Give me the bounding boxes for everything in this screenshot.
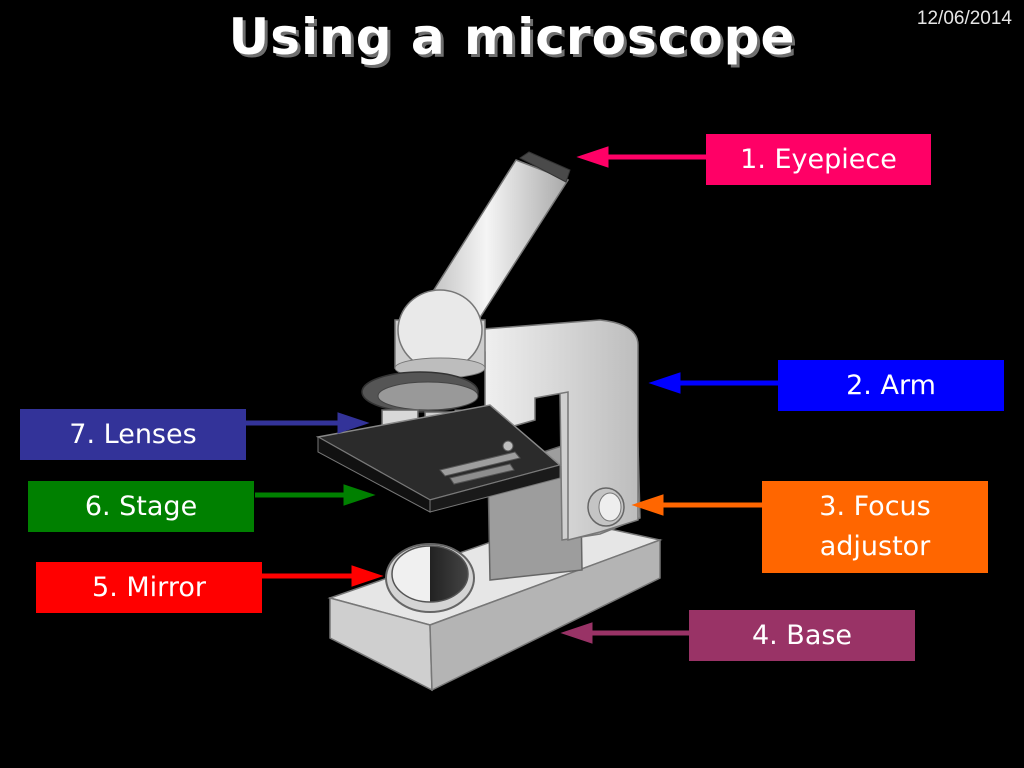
microscope-arm (469, 319, 639, 541)
label-base-text: 4. Base (751, 619, 853, 651)
label-focus-adjustor: 3. Focus adjustor (762, 481, 988, 573)
microscope-head (394, 151, 571, 379)
arrow-eyepiece (576, 146, 708, 168)
label-eyepiece-text: 1. Eyepiece (740, 143, 897, 175)
label-base: 4. Base (689, 610, 915, 661)
label-focus-adjustor-text: 3. Focus adjustor (819, 491, 931, 562)
label-mirror: 5. Mirror (36, 562, 262, 613)
mirror-icon (385, 543, 475, 613)
arrow-stage (255, 484, 376, 506)
arrow-arm (648, 372, 780, 394)
arrow-base (560, 622, 690, 644)
arrow-focus (631, 494, 764, 516)
label-stage-text: 6. Stage (84, 490, 198, 522)
label-lenses: 7. Lenses (20, 409, 246, 460)
label-arm: 2. Arm (778, 360, 1004, 411)
label-lenses-text: 7. Lenses (69, 418, 197, 450)
label-mirror-text: 5. Mirror (92, 571, 206, 603)
label-arm-text: 2. Arm (846, 369, 936, 401)
label-stage: 6. Stage (28, 481, 254, 532)
microscope-stage (315, 404, 562, 513)
arrow-lenses (245, 412, 370, 434)
arrow-mirror (262, 565, 384, 587)
focus-knob-icon (587, 487, 625, 527)
slide-date: 12/06/2014 (916, 8, 1012, 29)
slide-title: Using a microscope (228, 8, 796, 66)
label-eyepiece: 1. Eyepiece (706, 134, 931, 185)
